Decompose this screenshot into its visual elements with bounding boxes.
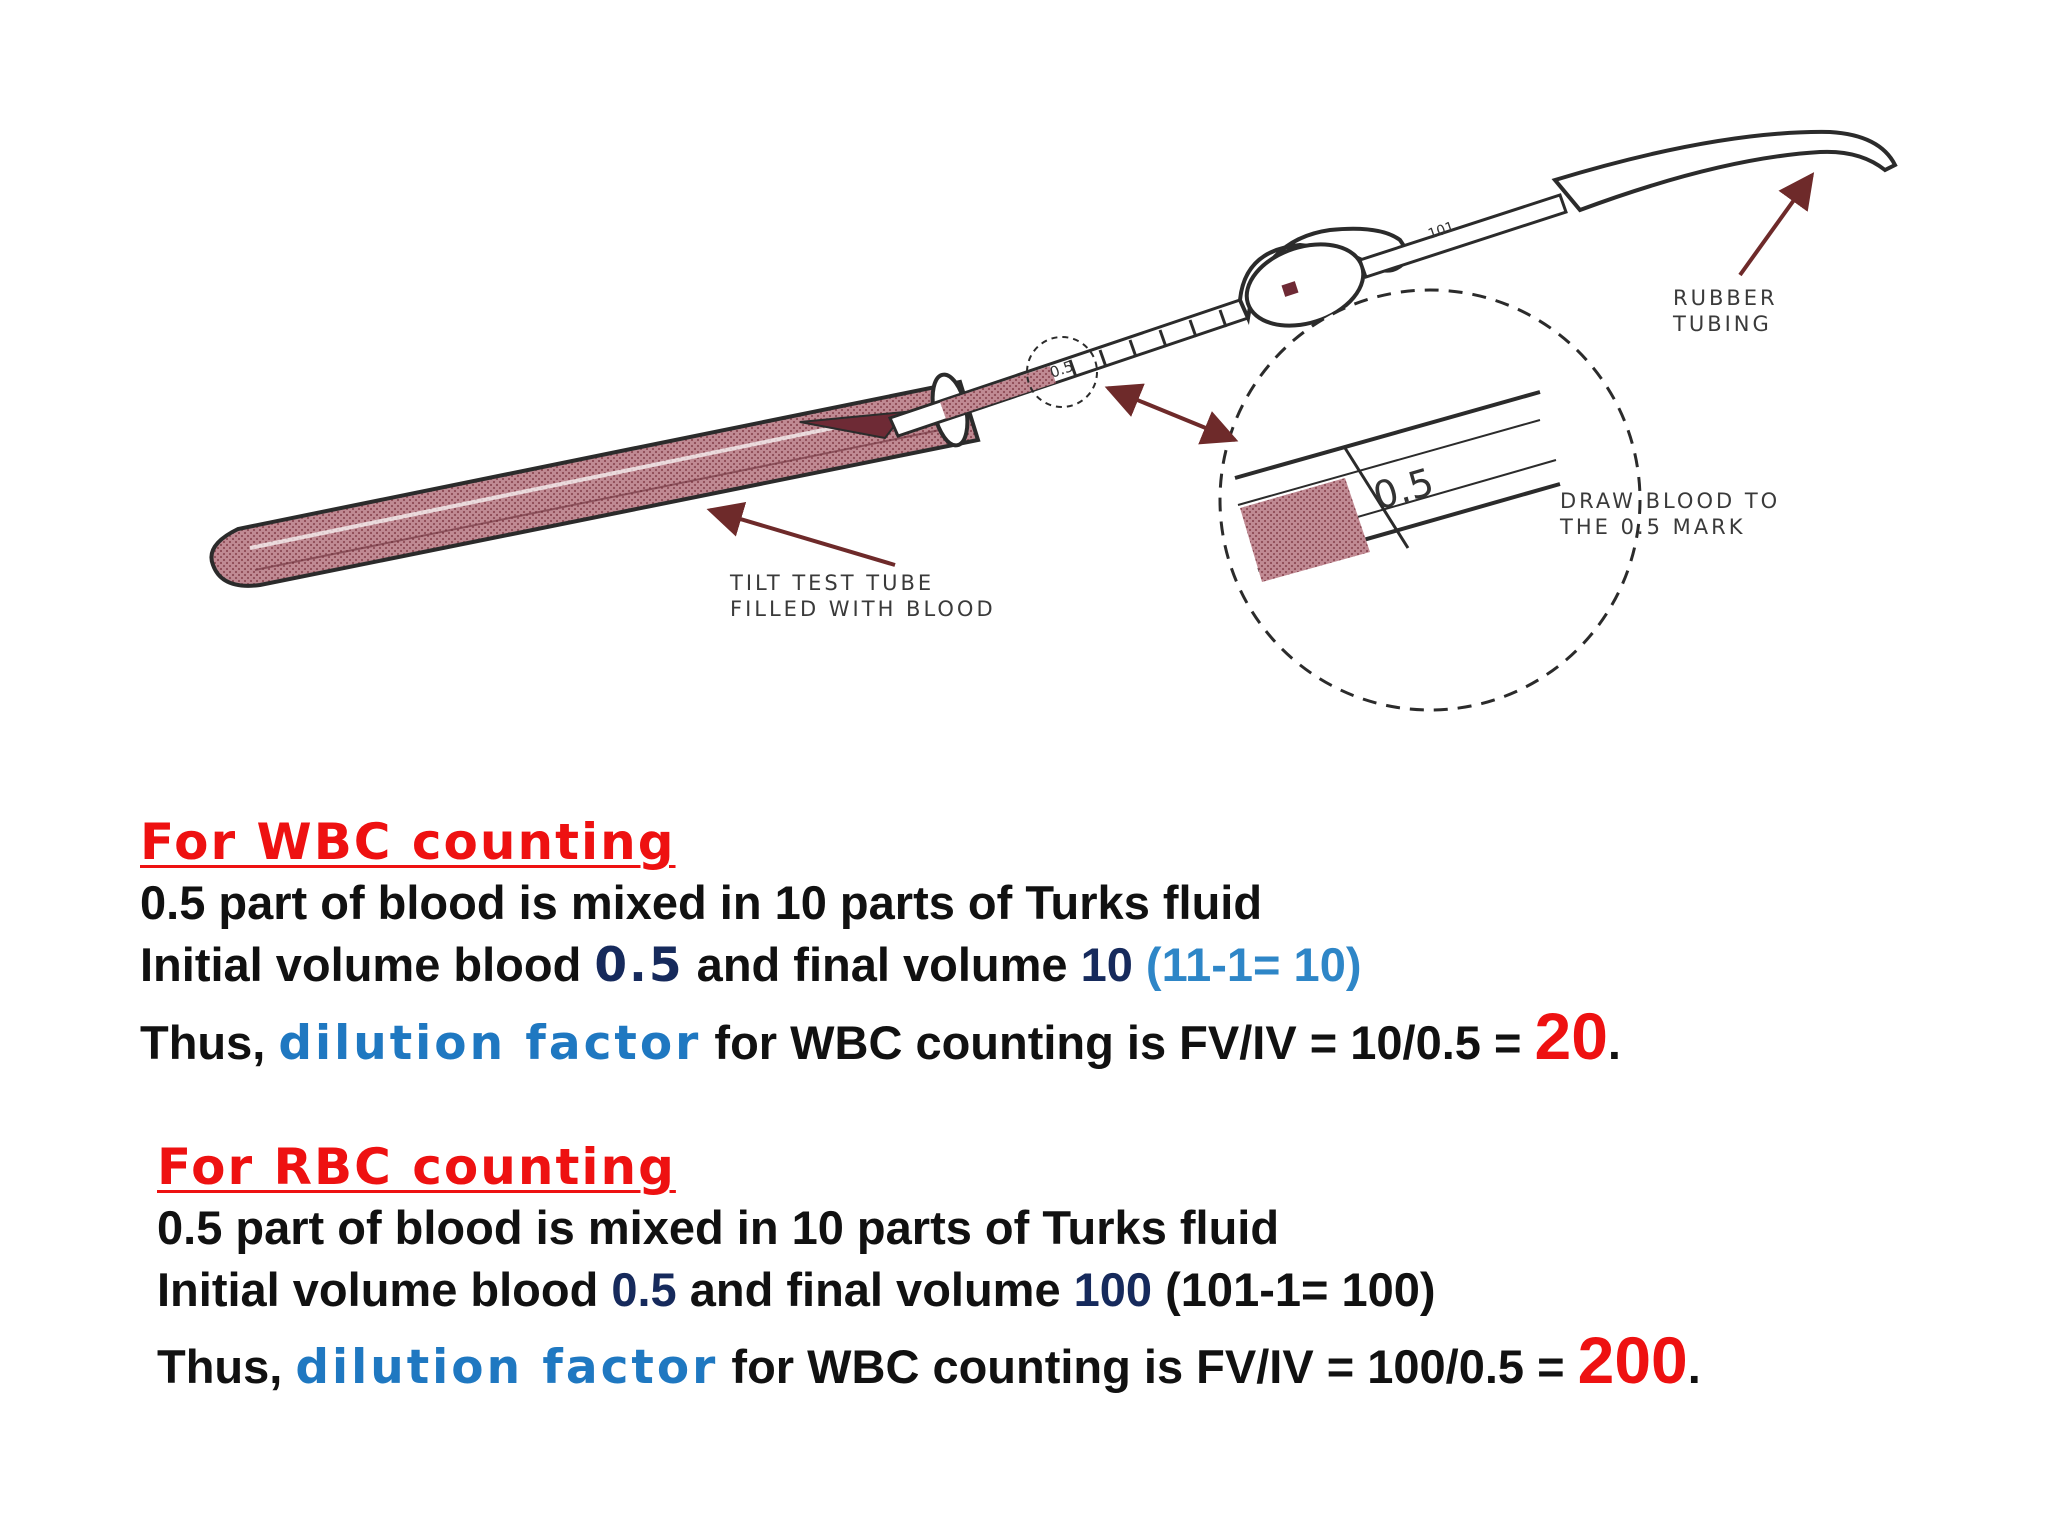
wbc-initial-volume: 0.5 — [594, 938, 684, 993]
rbc-fv-calc: (101-1= 100) — [1152, 1263, 1436, 1316]
tilt-tube-label-1: TILT TEST TUBE — [729, 571, 934, 595]
rubber-tubing-label-1: RUBBER — [1673, 286, 1778, 310]
zoom-arrow — [1104, 383, 1239, 445]
rbc-line-3: Thus, dilution factor for WBC counting i… — [157, 1321, 2048, 1407]
wbc-thus: Thus, — [140, 1016, 279, 1069]
rbc-line-2: Initial volume blood 0.5 and final volum… — [157, 1259, 2048, 1321]
rbc-heading: For RBC counting — [157, 1138, 676, 1196]
rbc-period: . — [1687, 1340, 1701, 1393]
test-tube — [209, 372, 981, 588]
tilt-tube-label-2: FILLED WITH BLOOD — [730, 597, 996, 621]
pipette: 0.5 101 — [887, 129, 1898, 438]
wbc-dilution-factor-term: dilution factor — [278, 1016, 702, 1071]
zoom-source-circle — [1026, 336, 1098, 408]
wbc-line-3: Thus, dilution factor for WBC counting i… — [140, 997, 2048, 1083]
rbc-formula: for WBC counting is FV/IV = 100/0.5 = — [718, 1340, 1578, 1393]
rbc-dilution-factor-term: dilution factor — [295, 1340, 719, 1395]
pipette-diagram: 0.5 101 0.5 RUBBER TUBING DRAW BLOOD TO … — [209, 129, 1898, 712]
draw-blood-label-1: DRAW BLOOD TO — [1560, 489, 1780, 513]
wbc-section: For WBC counting 0.5 part of blood is mi… — [140, 812, 2048, 1083]
wbc-period: . — [1607, 1016, 1621, 1069]
wbc-fv-calc: (11-1= 10) — [1132, 938, 1362, 991]
rubber-tubing — [1551, 129, 1898, 213]
wbc-fv-label: and final volume — [683, 938, 1081, 991]
wbc-result: 20 — [1534, 999, 1608, 1073]
tilt-tube-arrow — [706, 501, 896, 567]
rbc-fv-label: and final volume — [676, 1263, 1074, 1316]
rubber-tubing-arrow — [1738, 172, 1815, 277]
rbc-thus: Thus, — [157, 1340, 296, 1393]
rbc-section: For RBC counting 0.5 part of blood is mi… — [157, 1137, 2048, 1407]
wbc-final-volume: 10 — [1080, 938, 1133, 991]
rbc-line-1: 0.5 part of blood is mixed in 10 parts o… — [157, 1201, 1280, 1254]
wbc-heading: For WBC counting — [140, 813, 676, 871]
rubber-tubing-label-2: TUBING — [1672, 312, 1772, 336]
wbc-line-1: 0.5 part of blood is mixed in 10 parts o… — [140, 876, 1263, 929]
rbc-final-volume: 100 — [1073, 1263, 1153, 1316]
draw-blood-label-2: THE 0.5 MARK — [1559, 515, 1745, 539]
rbc-iv-label: Initial volume blood — [157, 1263, 612, 1316]
rbc-result: 200 — [1577, 1323, 1688, 1397]
zoom-view: 0.5 — [1218, 288, 1642, 712]
wbc-formula: for WBC counting is FV/IV = 10/0.5 = — [701, 1016, 1535, 1069]
wbc-iv-label: Initial volume blood — [140, 938, 595, 991]
wbc-line-2: Initial volume blood 0.5 and final volum… — [140, 934, 2048, 997]
rbc-initial-volume: 0.5 — [611, 1263, 677, 1316]
